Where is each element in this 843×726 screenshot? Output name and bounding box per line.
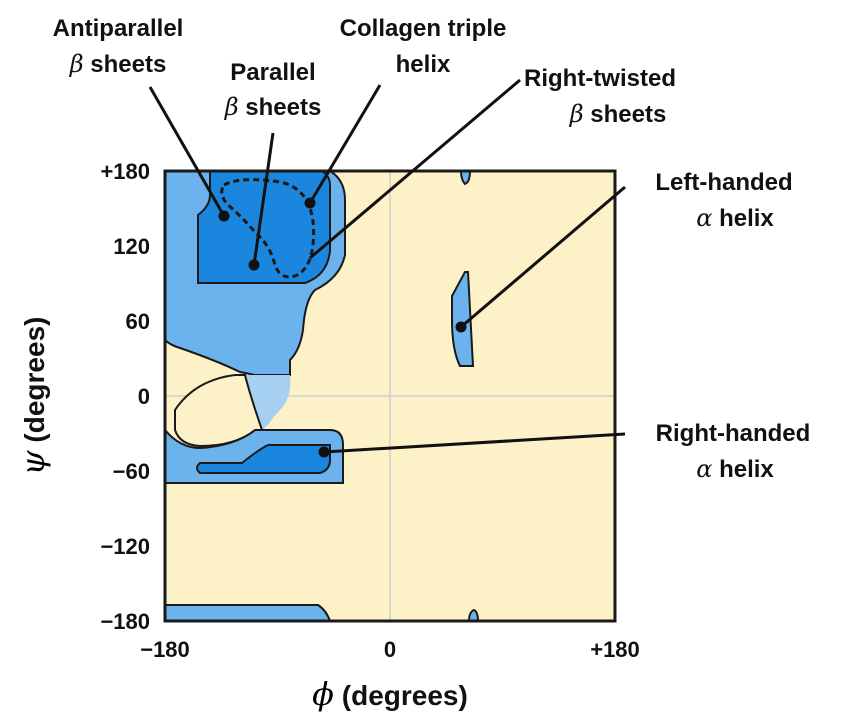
x-tick-label: −180 (140, 637, 190, 662)
parallel-marker (248, 259, 260, 271)
bottom-beta-strip (164, 604, 332, 622)
helix-text: helix (712, 205, 774, 232)
beta-symbol: β (224, 93, 239, 121)
top-nub (459, 170, 472, 186)
beta-symbol: β (569, 100, 584, 128)
x-axis-unit: (degrees) (334, 680, 468, 711)
parallel-label-line2: β sheets (224, 93, 322, 121)
right-twisted-pointer (309, 78, 521, 260)
left-handed-marker (455, 321, 467, 333)
phi-symbol: ϕ (312, 675, 334, 713)
antiparallel-label-line2: β sheets (69, 50, 167, 78)
alpha-symbol: α (696, 204, 712, 232)
right-twisted-label: Right-twisted (524, 65, 676, 92)
collagen-marker (304, 197, 316, 209)
y-axis-label: ψ (degrees) (14, 317, 52, 476)
y-tick-label: −120 (100, 534, 150, 559)
left-handed-label-line2: α helix (696, 204, 774, 232)
sheets-text: sheets (84, 51, 167, 78)
right-twisted-label-line2: β sheets (569, 100, 667, 128)
y-tick-label: 120 (113, 234, 150, 259)
x-axis-label: ϕ (degrees) (312, 675, 468, 713)
helix-text: helix (712, 456, 774, 483)
beta-sheet-core (197, 170, 331, 284)
left-handed-pointer (460, 185, 626, 329)
antiparallel-pointer (148, 86, 226, 217)
collagen-pointer (308, 84, 382, 204)
bottom-nub (467, 608, 480, 622)
y-tick-label: +180 (100, 159, 150, 184)
plot-frame (163, 169, 617, 623)
y-tick-label: −180 (100, 609, 150, 634)
x-tick-label: 0 (384, 637, 396, 662)
alpha-symbol: α (696, 455, 712, 483)
y-tick-label: −60 (113, 459, 150, 484)
y-tick-label: 0 (138, 384, 150, 409)
right-handed-helix-core (196, 444, 331, 474)
y-tick-label: 60 (126, 309, 150, 334)
disallowed-gap (174, 374, 264, 448)
right-handed-label: Right-handed (656, 420, 811, 447)
right-handed-marker (318, 446, 330, 458)
x-tick-label: +180 (590, 637, 640, 662)
right-twisted-beta-outline (220, 178, 316, 279)
right-handed-pointer (323, 432, 626, 454)
antiparallel-marker (218, 210, 230, 222)
y-axis-unit: (degrees) (19, 317, 50, 451)
left-handed-label: Left-handed (655, 169, 792, 196)
collagen-label: Collagen triple (340, 15, 507, 42)
beta-symbol: β (69, 50, 84, 78)
collagen-label-line2: helix (396, 51, 451, 78)
sheets-text: sheets (239, 94, 322, 121)
antiparallel-label: Antiparallel (53, 15, 184, 42)
parallel-pointer (252, 132, 275, 266)
psi-symbol: ψ (14, 449, 52, 475)
right-handed-label-line2: α helix (696, 455, 774, 483)
parallel-label: Parallel (230, 59, 315, 86)
sheets-text: sheets (584, 101, 667, 128)
